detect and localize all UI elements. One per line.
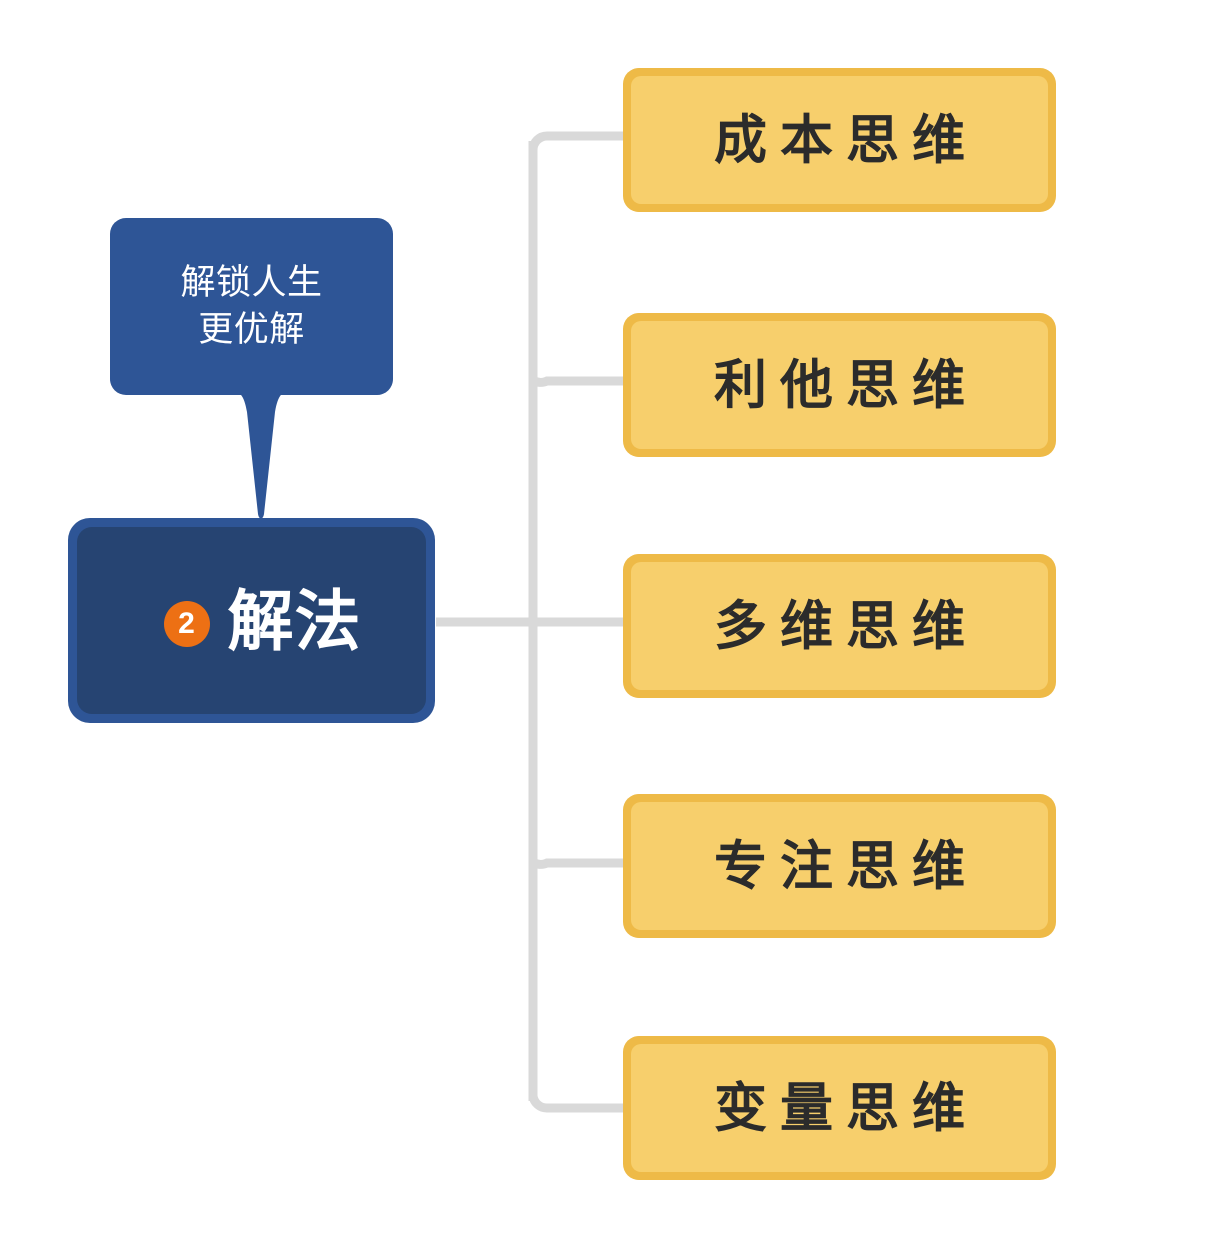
main-node-solution[interactable]: 2 解法	[68, 518, 435, 723]
main-node-label: 解法	[227, 583, 362, 658]
branch-node-2[interactable]: 利他思维	[623, 313, 1056, 457]
branch-node-1[interactable]: 成本思维	[623, 68, 1056, 212]
branch-inner-5: 变量思维	[631, 1044, 1048, 1172]
connector-branch-4	[530, 858, 624, 869]
connector-branch-1	[528, 131, 624, 151]
branch-label-2: 利他思维	[714, 355, 978, 415]
status-badge: 2	[163, 600, 210, 647]
callout-text: 解锁人生 更优解	[180, 263, 323, 349]
branch-inner-4: 专注思维	[631, 802, 1048, 930]
branch-label-4: 专注思维	[714, 836, 978, 896]
connector-branch-2	[530, 376, 624, 387]
branch-node-3[interactable]: 多维思维	[623, 554, 1056, 698]
branch-label-1: 成本思维	[714, 110, 978, 170]
branch-label-3: 多维思维	[714, 596, 978, 656]
callout-tail	[224, 386, 298, 519]
branch-node-4[interactable]: 专注思维	[623, 794, 1056, 938]
callout-bubble[interactable]: 解锁人生 更优解	[110, 218, 393, 395]
branch-inner-3: 多维思维	[631, 562, 1048, 690]
branch-label-5: 变量思维	[714, 1078, 978, 1138]
connector-branch-5	[528, 1094, 624, 1113]
branch-inner-1: 成本思维	[631, 76, 1048, 204]
branch-node-5[interactable]: 变量思维	[623, 1036, 1056, 1180]
branch-inner-2: 利他思维	[631, 321, 1048, 449]
main-node-inner: 2 解法	[77, 527, 426, 714]
